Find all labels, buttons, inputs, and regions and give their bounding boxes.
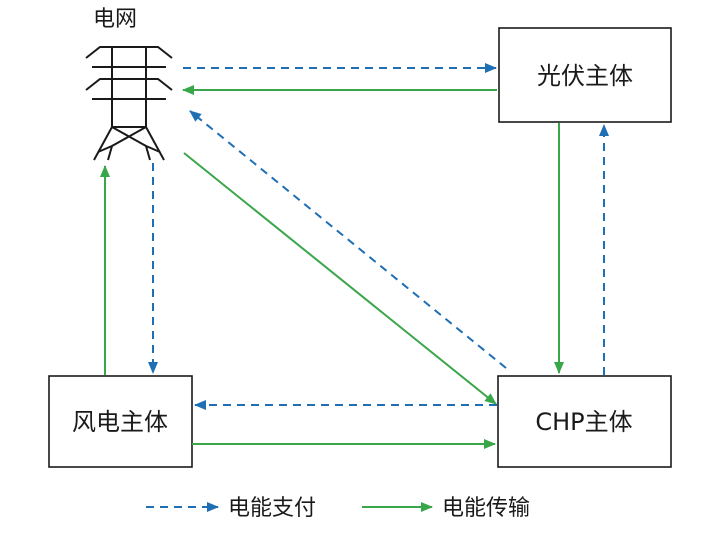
wind-label: 风电主体: [72, 408, 168, 436]
chp-node: CHP主体: [497, 375, 672, 468]
pv-node: 光伏主体: [498, 27, 672, 123]
legend-payment-label: 电能支付: [228, 496, 316, 521]
pv-box: [498, 27, 672, 123]
wind-node: 风电主体: [48, 375, 193, 468]
chp-box: [497, 375, 672, 468]
legend-item-payment: 电能支付: [146, 496, 316, 521]
pv-label: 光伏主体: [537, 62, 633, 90]
grid-node: 电网: [85, 7, 173, 161]
grid-label: 电网: [93, 7, 137, 32]
edge-chp-grid-payment: [189, 110, 507, 369]
edge-grid-chp-transmission: [183, 152, 497, 405]
chp-label: CHP主体: [535, 408, 632, 436]
edges: [100, 63, 609, 449]
legend: 电能支付 电能传输: [146, 496, 530, 521]
legend-item-transmission: 电能传输: [362, 496, 530, 521]
wind-box: [48, 375, 193, 468]
transmission-tower-icon: [85, 46, 173, 161]
legend-transmission-label: 电能传输: [442, 496, 530, 521]
